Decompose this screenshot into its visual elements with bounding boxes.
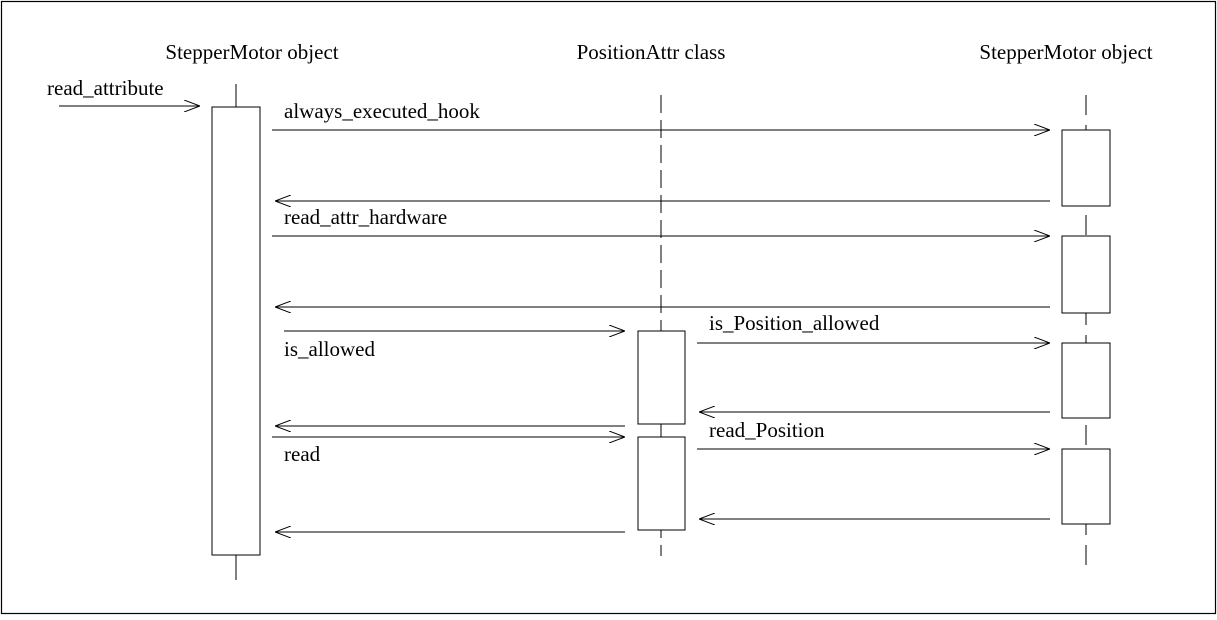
activation-middle-2 (637, 436, 686, 531)
activation-right-4 (1061, 448, 1111, 525)
activation-right-1 (1061, 129, 1111, 207)
label-read: read (284, 442, 321, 466)
activation-right-3 (1061, 342, 1111, 419)
label-is-position-allowed: is_Position_allowed (709, 311, 880, 335)
participant-right-label: StepperMotor object (979, 40, 1152, 64)
participant-left-label: StepperMotor object (165, 40, 338, 64)
label-read-position: read_Position (709, 418, 825, 442)
label-read-attr-hardware: read_attr_hardware (284, 205, 447, 229)
activation-middle-1 (637, 330, 686, 425)
label-always-executed-hook: always_executed_hook (284, 99, 480, 123)
activation-left (211, 106, 261, 556)
activation-right-2 (1061, 235, 1111, 314)
participant-middle-label: PositionAttr class (577, 40, 726, 64)
label-is-allowed: is_allowed (284, 337, 375, 361)
label-read-attribute: read_attribute (47, 76, 164, 100)
